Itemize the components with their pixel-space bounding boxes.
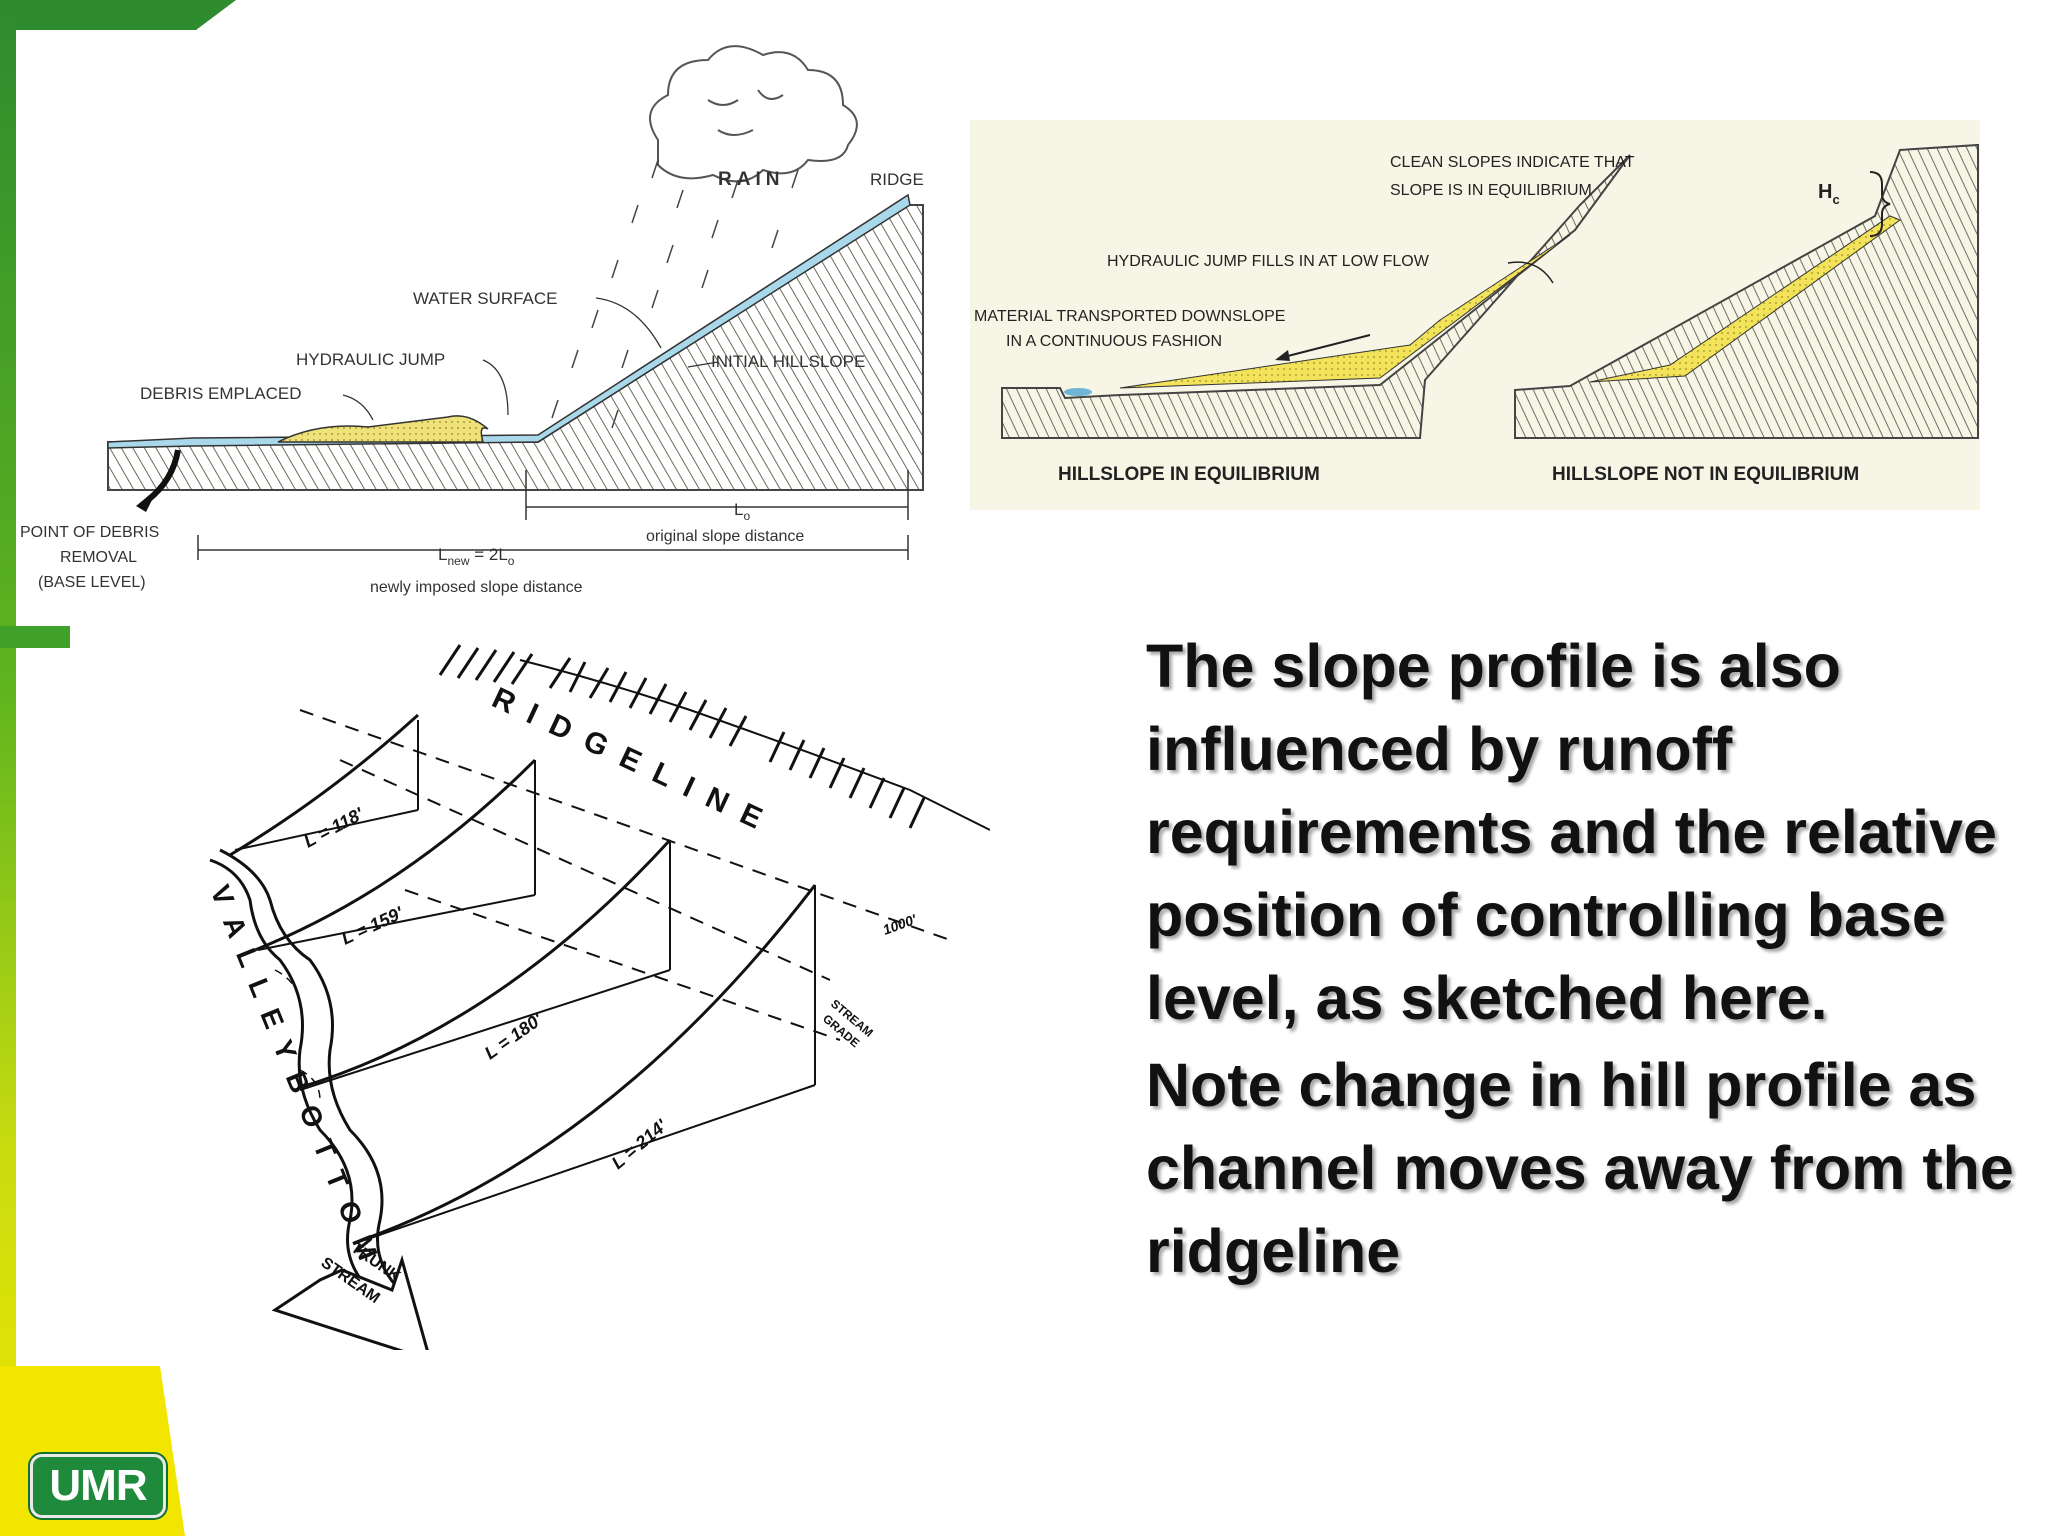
diagram-valley-ridgeline: R I D G E L I N E V A L L E Y B O T T O … — [190, 640, 991, 1363]
label-l2: L = 159' — [338, 903, 406, 949]
label-clean-1: CLEAN SLOPES INDICATE THAT — [1390, 154, 1635, 171]
dashed-lines — [299, 709, 951, 1041]
hc-brace — [1869, 171, 1891, 237]
slope-equilibrium-ground — [1001, 154, 1631, 439]
label-lnew: Lnew = 2Lo — [438, 545, 515, 568]
leader-lines — [342, 297, 719, 421]
equilibrium-svg: CLEAN SLOPES INDICATE THAT SLOPE IS IN E… — [974, 143, 1979, 485]
label-elevation: 1000' — [881, 911, 919, 938]
label-water-surface: WATER SURFACE — [413, 289, 558, 308]
debris-emplaced — [277, 415, 489, 443]
frame-strip — [0, 0, 16, 1536]
label-l4: L = 214' — [608, 1115, 672, 1173]
label-hc: Hc — [1818, 181, 1840, 207]
diagram-equilibrium: CLEAN SLOPES INDICATE THAT SLOPE IS IN E… — [970, 120, 1980, 510]
frame-top-wedge — [0, 0, 236, 30]
slope-equilibrium-water — [1064, 388, 1092, 396]
valley-ridgeline-svg: R I D G E L I N E V A L L E Y B O T T O … — [204, 644, 991, 1363]
label-ridgeline: R I D G E L I N E — [487, 681, 771, 837]
slope-not-eq-fill — [1589, 215, 1902, 383]
label-debris-removal-2: REMOVAL — [60, 549, 137, 566]
label-clean-2: SLOPE IS IN EQUILIBRIUM — [1390, 182, 1592, 199]
label-hydraulic-jump: HYDRAULIC JUMP — [296, 350, 445, 369]
profile-curves — [229, 713, 817, 1242]
label-hyd-jump: HYDRAULIC JUMP FILLS IN AT LOW FLOW — [1107, 253, 1430, 270]
cloud-icon — [649, 45, 858, 183]
label-lo: Lo — [734, 500, 750, 523]
label-l3: L = 180' — [481, 1009, 547, 1063]
ridge-top-edge — [519, 659, 991, 831]
label-eq: HILLSLOPE IN EQUILIBRIUM — [1058, 464, 1320, 485]
label-ridge: RIDGE — [870, 170, 924, 189]
label-l1: L = 118' — [300, 803, 367, 851]
valley-channel — [209, 848, 402, 1292]
label-material-2: IN A CONTINUOUS FASHION — [1006, 333, 1222, 350]
label-debris-removal-3: (BASE LEVEL) — [38, 574, 146, 591]
vertical-lines — [234, 720, 816, 1241]
dimension-lines — [197, 470, 909, 560]
label-new-distance: newly imposed slope distance — [370, 579, 583, 596]
label-debris-removal-1: POINT OF DEBRIS — [20, 524, 159, 541]
label-material-1: MATERIAL TRANSPORTED DOWNSLOPE — [974, 308, 1285, 325]
diagram-hillslope-debris: RAIN RIDGE WATER SURFACE HYDRAULIC JUMP … — [18, 30, 938, 620]
paragraph-2: Note change in hill profile as channel m… — [1146, 1051, 2014, 1285]
hyd-jump-leader — [1507, 261, 1554, 284]
paragraph-1: The slope profile is also influenced by … — [1146, 632, 1997, 1032]
transport-arrow — [1279, 334, 1371, 359]
body-text: The slope profile is also influenced by … — [1146, 625, 2016, 1297]
label-rain: RAIN — [718, 169, 784, 190]
hillslope-debris-svg: RAIN RIDGE WATER SURFACE HYDRAULIC JUMP … — [20, 45, 924, 596]
slope-equilibrium-fill — [1119, 234, 1571, 389]
label-initial-hillslope: INITIAL HILLSLOPE — [711, 352, 865, 371]
ridge-hatching — [438, 644, 926, 829]
hillslope-ground — [107, 204, 924, 491]
trunk-stream-arrow — [271, 1254, 433, 1363]
umr-logo: UMR — [30, 1454, 166, 1518]
slope-not-eq-ground — [1514, 143, 1979, 439]
label-original-distance: original slope distance — [646, 528, 804, 545]
label-not-eq: HILLSLOPE NOT IN EQUILIBRIUM — [1552, 464, 1859, 485]
label-debris-emplaced: DEBRIS EMPLACED — [140, 384, 302, 403]
frame-tab — [0, 626, 70, 648]
